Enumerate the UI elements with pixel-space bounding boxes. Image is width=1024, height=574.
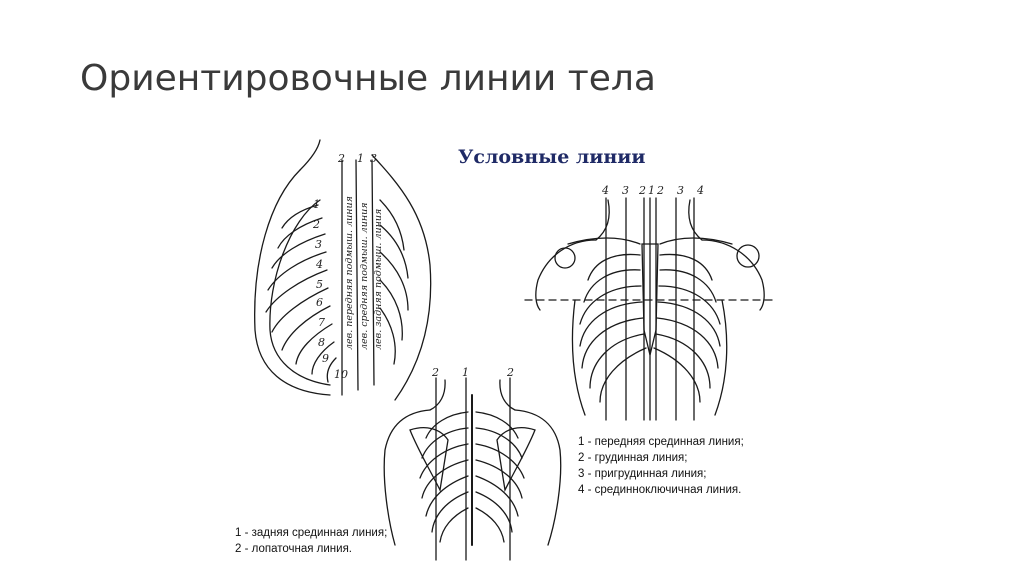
back-line-number: 2 xyxy=(431,366,439,379)
rib-number: 6 xyxy=(316,296,323,309)
side-line-label: лев. задняя подмыш. линия xyxy=(373,209,384,350)
legend-item: 1 - задняя срединная линия; xyxy=(235,525,387,541)
front-line-number: 2 xyxy=(638,184,646,197)
legend-item: 2 - грудинная линия; xyxy=(578,450,744,466)
legend-item: 4 - срединноключичная линия. xyxy=(578,482,744,498)
rib-number: 10 xyxy=(334,368,348,381)
legend-item: 1 - передняя срединная линия; xyxy=(578,434,744,450)
rib-number: 8 xyxy=(318,336,325,349)
rib-number: 7 xyxy=(318,316,325,329)
front-line-number: 3 xyxy=(677,184,684,197)
legend-item: 3 - пригрудинная линия; xyxy=(578,466,744,482)
rib-number: 5 xyxy=(316,278,323,291)
back-line-number: 1 xyxy=(462,366,469,379)
rib-number: 4 xyxy=(315,258,323,271)
rib-number: 9 xyxy=(322,352,329,365)
front-line-number: 3 xyxy=(622,184,629,197)
rib-number: 2 xyxy=(312,218,320,231)
rib-number: 1 xyxy=(313,198,320,211)
front-line-number: 4 xyxy=(696,184,704,197)
legend-item: 2 - лопаточная линия. xyxy=(235,541,387,557)
front-line-number: 1 xyxy=(648,184,655,197)
back-view-thorax xyxy=(384,378,561,560)
side-line-number: 1 xyxy=(357,152,364,165)
side-line-number: 3 xyxy=(370,152,377,165)
side-line-number: 2 xyxy=(337,152,345,165)
front-line-number: 4 xyxy=(601,184,609,197)
back-view-legend: 1 - задняя срединная линия; 2 - лопаточн… xyxy=(235,525,387,557)
side-line-label: лев. передняя подмыш. линия xyxy=(344,196,355,350)
front-view-legend: 1 - передняя срединная линия; 2 - грудин… xyxy=(578,434,744,498)
front-line-number: 2 xyxy=(656,184,664,197)
side-view-thorax xyxy=(255,140,431,400)
back-line-number: 2 xyxy=(506,366,514,379)
side-line-label: лев. средняя подмыш. линия xyxy=(359,203,370,351)
rib-number: 3 xyxy=(315,238,322,251)
front-view-thorax xyxy=(525,198,775,420)
